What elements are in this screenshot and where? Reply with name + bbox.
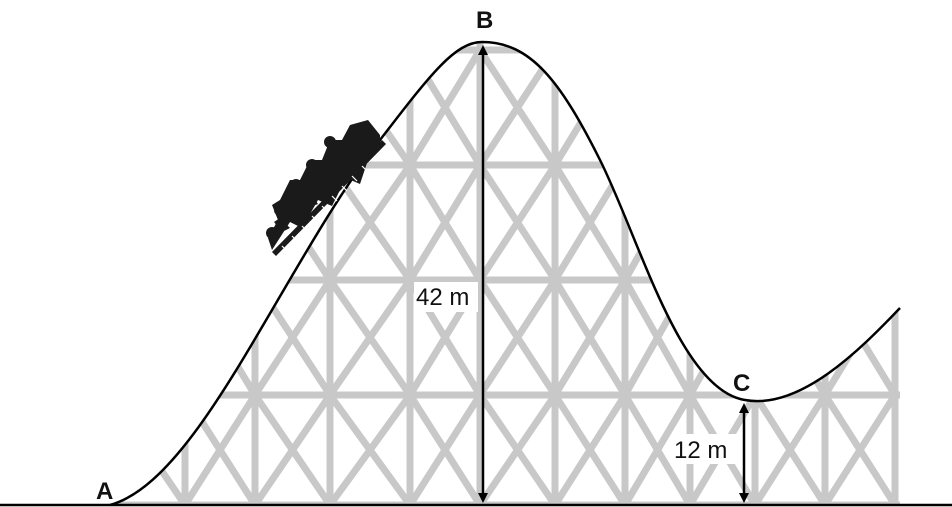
support-brace — [407, 393, 483, 505]
support-brace — [110, 48, 188, 167]
support-brace — [182, 48, 258, 167]
point-label-a: A — [96, 478, 113, 505]
support-brace — [752, 163, 828, 282]
support-brace — [110, 48, 188, 167]
support-brace — [686, 48, 759, 167]
support-brace — [327, 278, 413, 397]
support-brace — [477, 163, 558, 282]
support-brace — [621, 393, 694, 505]
support-brace — [182, 278, 258, 397]
support-brace — [110, 393, 188, 505]
support-brace — [752, 278, 828, 397]
support-brace — [752, 393, 828, 505]
track-curve — [109, 40, 901, 507]
support-brace — [182, 163, 258, 282]
support-brace — [252, 48, 333, 167]
support-brace — [686, 163, 759, 282]
support-brace — [252, 48, 333, 167]
support-brace — [621, 278, 694, 397]
support-brace — [822, 393, 898, 505]
support-brace — [752, 278, 828, 397]
support-brace — [822, 163, 898, 282]
support-brace — [552, 393, 628, 505]
support-brace — [552, 48, 628, 167]
height-label-b: 42 m — [416, 284, 469, 311]
support-brace — [477, 48, 558, 167]
support-brace — [621, 48, 694, 167]
support-brace — [110, 278, 188, 397]
support-brace — [182, 48, 258, 167]
point-label-b: B — [476, 7, 493, 34]
support-brace — [110, 278, 188, 397]
support-brace — [822, 163, 898, 282]
support-brace — [552, 278, 628, 397]
support-brace — [822, 48, 898, 167]
height-label-c: 12 m — [674, 437, 727, 464]
support-brace — [252, 393, 333, 505]
support-brace — [752, 48, 828, 167]
support-brace — [327, 392, 413, 505]
support-brace — [752, 163, 828, 282]
height-label-c-bg — [672, 434, 736, 464]
support-brace — [686, 48, 759, 167]
support-brace — [752, 48, 828, 167]
support-brace — [552, 163, 628, 282]
support-brace — [110, 163, 188, 282]
point-label-c: C — [733, 370, 750, 397]
support-brace — [407, 163, 483, 282]
support-brace — [182, 163, 258, 282]
coaster-train-icon — [266, 120, 386, 256]
support-brace — [110, 163, 188, 282]
support-brace — [477, 278, 558, 397]
support-brace — [686, 163, 759, 282]
support-brace — [621, 163, 694, 282]
support-brace — [822, 48, 898, 167]
height-label-b-bg — [414, 282, 478, 312]
support-brace — [621, 48, 694, 167]
support-brace — [477, 393, 558, 505]
